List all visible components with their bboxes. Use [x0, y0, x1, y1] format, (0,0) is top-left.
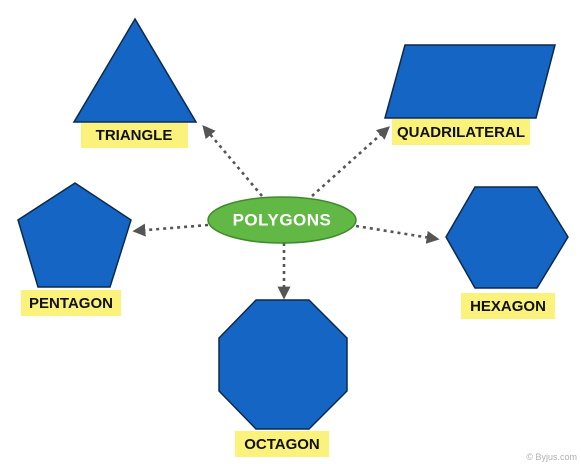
octagon-label-highlight — [235, 431, 329, 457]
arrow-to-pentagon — [132, 223, 209, 237]
hexagon-node: HEXAGON — [445, 186, 569, 319]
quadrilateral-node: QUADRILATERAL — [384, 44, 556, 145]
hexagon-label: HEXAGON — [470, 298, 546, 315]
hexagon-label-highlight — [461, 293, 555, 319]
pentagon-label-highlight — [21, 290, 121, 316]
triangle-label-highlight — [81, 123, 188, 148]
octagon-shape — [218, 299, 348, 430]
hexagon-shape — [445, 186, 569, 289]
center-node: POLYGONS — [207, 196, 357, 244]
quadrilateral-label: QUADRILATERAL — [397, 124, 525, 141]
pentagon-label: PENTAGON — [29, 295, 113, 312]
watermark: © Byjus.com — [526, 452, 577, 462]
center-ellipse — [207, 196, 357, 244]
pentagon-shape — [17, 182, 132, 288]
triangle-node: TRIANGLE — [72, 17, 198, 148]
arrow-to-triangle — [202, 125, 263, 197]
triangle-shape — [72, 17, 198, 123]
octagon-label: OCTAGON — [244, 436, 320, 453]
arrow-to-hexagon — [355, 224, 440, 244]
octagon-node: OCTAGON — [218, 299, 348, 457]
quadrilateral-label-highlight — [392, 119, 530, 145]
arrow-to-quadrilateral — [311, 126, 390, 197]
pentagon-node: PENTAGON — [17, 182, 132, 316]
center-label: POLYGONS — [233, 210, 332, 229]
quadrilateral-shape — [384, 44, 556, 119]
triangle-label: TRIANGLE — [96, 127, 173, 144]
